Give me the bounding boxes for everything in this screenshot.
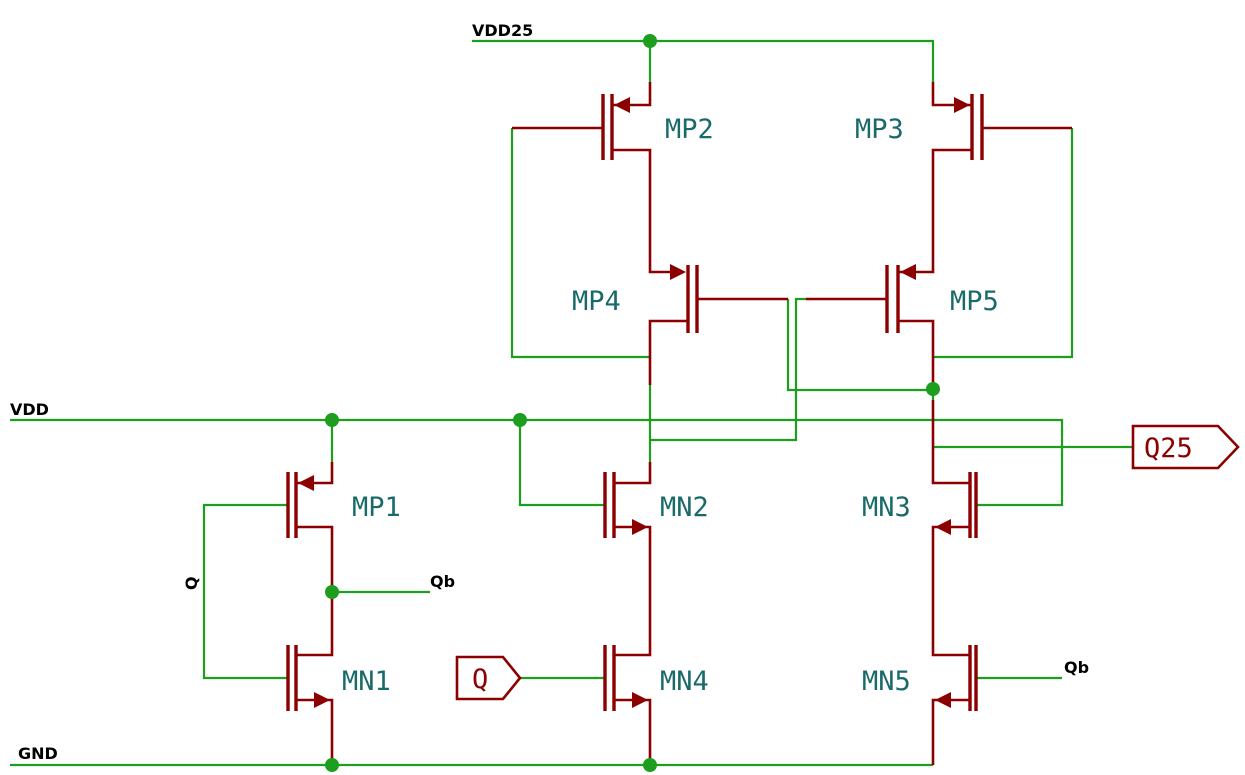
qb-mid-net-label: Qb [430,572,455,591]
mn3-label: MN3 [862,492,911,523]
mn1-arrow [314,692,330,708]
mp2-drain-lead [612,148,680,274]
mn1-label: MN1 [342,666,391,697]
mn4-label: MN4 [660,666,709,697]
mp2-arrow [614,97,630,113]
q25-output-port-shape [1131,424,1240,470]
mn3-arrow [935,519,951,535]
junction-vdd25 [643,34,657,48]
mn4-arrow [632,692,648,708]
mp3-drain-lead [898,148,972,274]
net-labels: VDD25 VDD GND Q Qb Qb [10,21,1089,763]
q25-output-port-label: Q25 [1144,433,1193,464]
mn5-source-lead [931,698,970,765]
q25-output-port: Q25 [1131,424,1240,470]
mp5-label: MP5 [950,286,999,317]
mp4-gate-cross-wire [786,299,933,392]
mn2-label: MN2 [660,492,709,523]
q-input-port-label: Q [472,664,488,695]
mp5-drain-lead [898,319,935,385]
mp5-arrow [900,264,916,280]
mp4-label: MP4 [572,286,621,317]
mp1-label: MP1 [352,492,401,523]
mn1-source-lead [296,698,334,765]
q-input-port: Q [455,655,522,701]
mp2-gate-feedback-wire [510,128,650,359]
device-leads [296,82,1072,765]
mn5-arrow [935,692,951,708]
mp4-drain-lead [648,319,688,385]
mn3-drain-lead [931,400,970,485]
qb-right-net-label: Qb [1064,658,1089,677]
mp1-arrow [298,475,314,491]
transistor-labels: MP2 MP3 MP4 MP5 MP1 MN2 MN3 MN1 MN4 MN5 [342,114,999,697]
mn2-source-lead [614,525,652,657]
mp3-label: MP3 [855,114,904,145]
junction-qb [325,585,339,599]
junction-vdd-mn2 [513,413,527,427]
mp2-source-lead [612,82,652,107]
mn2-drain-lead [614,462,652,485]
junction-gnd-mn4 [643,758,657,772]
vdd25-net-label: VDD25 [472,21,533,40]
mp5-gate-cross-wire [650,297,806,442]
mn4-source-lead [614,698,652,765]
junctions [325,34,940,772]
mp3-source-lead [931,82,972,107]
junction-right-node [926,382,940,396]
vdd25-rail-wire [472,39,935,82]
junction-vdd-mp1 [325,413,339,427]
mp3-gate-feedback-wire [933,128,1074,359]
gate-bars [286,94,984,711]
junction-gnd-mn1 [325,758,339,772]
mn5-label: MN5 [862,666,911,697]
vdd-mn2-gate-wire [518,420,605,507]
wires [10,39,1133,767]
mn1-drain-lead [296,592,334,657]
mp3-arrow [954,97,970,113]
q-net-wire [202,503,288,680]
mn3-source-lead [931,525,970,657]
q-input-port-shape [455,655,522,701]
vdd-rail-wire [10,418,1064,507]
mp1-drain-lead [296,525,334,592]
vdd-net-label: VDD [10,400,49,419]
gnd-net-label: GND [18,744,58,763]
transistor-arrows [298,97,970,708]
mn2-arrow [632,519,648,535]
mp4-arrow [670,264,686,280]
mp2-label: MP2 [665,114,714,145]
q-net-label: Q [182,576,201,590]
